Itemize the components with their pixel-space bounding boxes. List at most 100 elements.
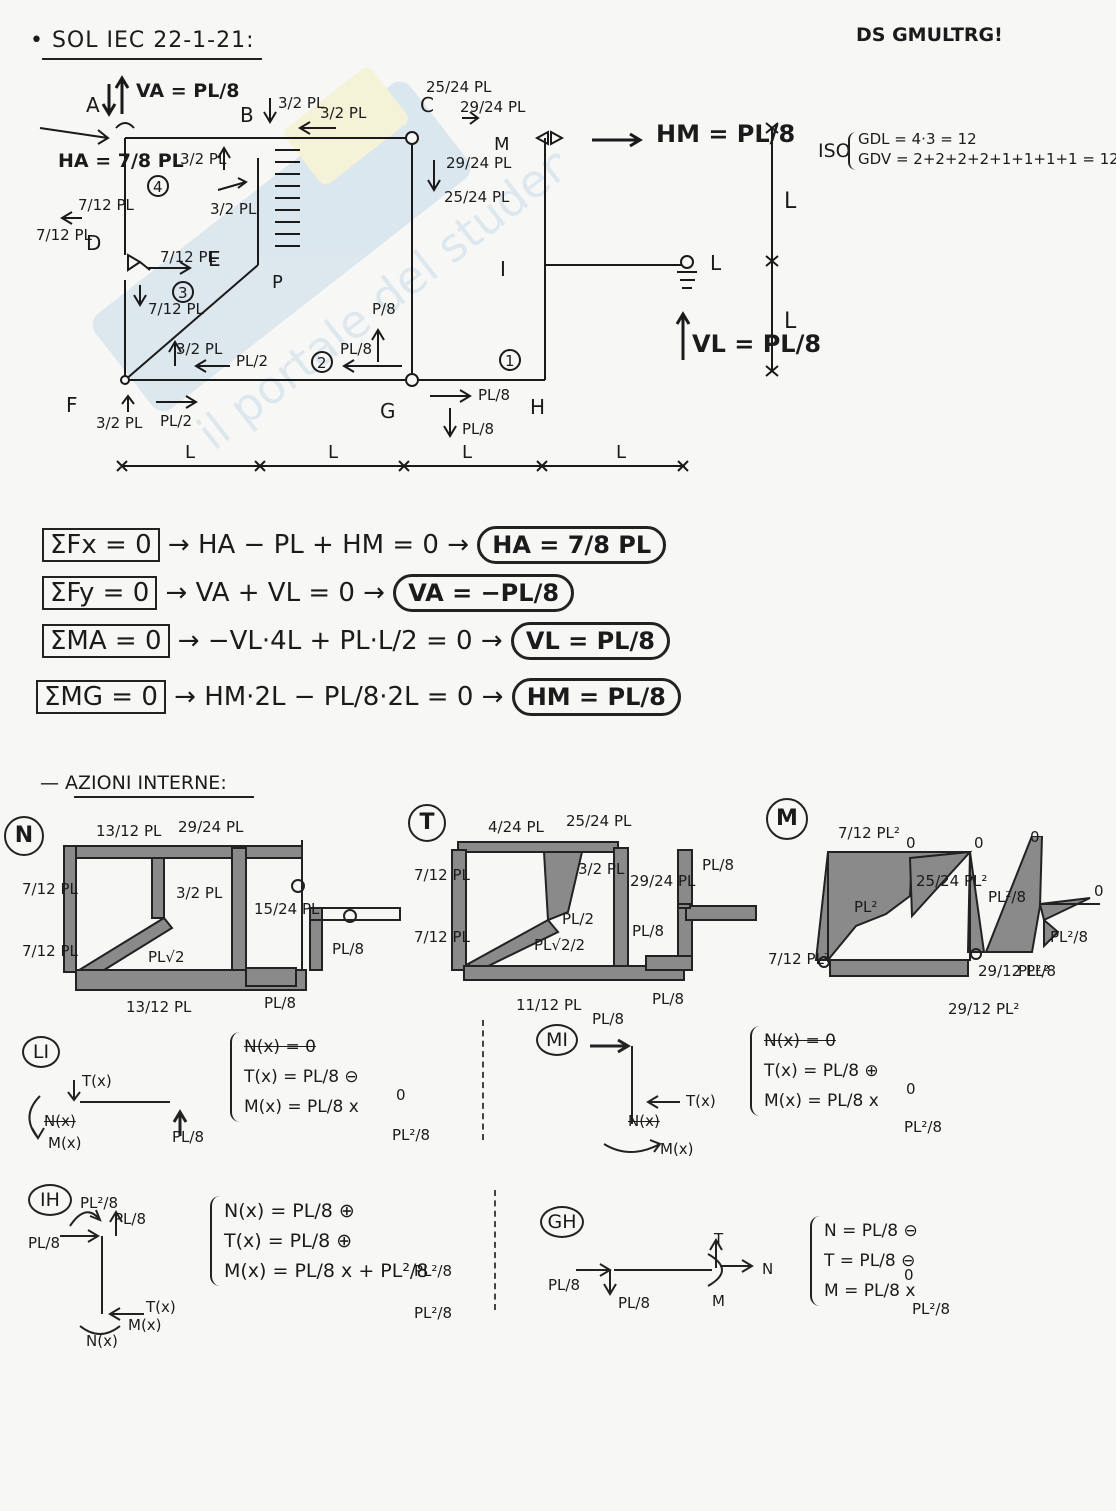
dof-gdl: GDL = 4·3 = 12: [858, 130, 977, 148]
MI-M-start: 0: [906, 1080, 916, 1098]
node-E: E: [208, 247, 221, 271]
M-val-6: 25/24 PL²: [916, 872, 988, 890]
node-C: C: [420, 93, 434, 117]
equation-expr: → VA + VL = 0 →: [165, 578, 385, 608]
node-P: P: [272, 272, 283, 293]
node-A: A: [86, 93, 100, 117]
diagram-M: [814, 836, 1100, 977]
force-C-top: 25/24 PL: [426, 78, 492, 96]
force-C-right: 29/24 PL: [460, 98, 526, 116]
equation-row-1: ΣFx = 0 → HA − PL + HM = 0 → HA = 7/8 PL: [42, 526, 667, 564]
LI-N: N(x) = 0: [244, 1037, 316, 1057]
diagram-T: [451, 841, 757, 981]
M-val-1: 7/12 PL²: [838, 824, 900, 842]
dof-label: ISO: [818, 140, 851, 162]
diagram-N: [63, 840, 401, 991]
equation-result: HM = PL/8: [511, 678, 681, 716]
force-E-right: 7/12 PL: [160, 248, 216, 266]
equation-expr: → −VL·4L + PL·L/2 = 0 →: [177, 626, 503, 656]
segment-IH-label: IH: [40, 1189, 60, 1211]
node-M: M: [494, 134, 510, 155]
LI-load: PL/8: [172, 1128, 204, 1146]
force-D-left: 7/12 PL: [36, 226, 92, 244]
LI-free-T: T(x): [82, 1072, 112, 1090]
GH-load-2: PL/8: [618, 1294, 650, 1312]
force-E-down: 7/12 PL: [148, 300, 204, 318]
LI-M-end: PL²/8: [392, 1126, 431, 1144]
LI-M-start: 0: [396, 1086, 406, 1104]
M-val-9: 7/12 PL²: [768, 950, 830, 968]
node-F: F: [66, 393, 78, 417]
equation-expr: → HM·2L − PL/8·2L = 0 →: [174, 682, 504, 712]
M-val-4: 0: [1030, 828, 1040, 846]
GH-load-1: PL/8: [548, 1276, 580, 1294]
equation-result: VL = PL/8: [510, 622, 670, 660]
segment-LI-badge: LI: [22, 1036, 60, 1068]
T-val-9: PL√2/2: [534, 936, 586, 954]
diagram-T-badge: T: [408, 804, 446, 842]
title-underline: [42, 58, 262, 60]
dim-6: L: [784, 309, 797, 334]
T-val-8: 7/12 PL: [414, 928, 470, 946]
IH-T: T(x) = PL/8 ⊕: [224, 1230, 353, 1252]
node-H: H: [530, 395, 545, 419]
equation-lhs: ΣMA = 0: [42, 624, 170, 658]
diagram-M-label: M: [776, 806, 798, 831]
MI-free-N: N(x): [628, 1112, 660, 1130]
dof-gdv: GDV = 2+2+2+2+1+1+1+1 = 12: [858, 150, 1116, 168]
force-inner-up: 3/2 PL: [180, 150, 227, 168]
GH-free-M: M: [712, 1292, 725, 1310]
T-val-1: 4/24 PL: [488, 818, 544, 836]
force-p8a: P/8: [372, 300, 396, 318]
MI-system: N(x) = 0 T(x) = PL/8 ⊕ M(x) = PL/8 x: [750, 1026, 879, 1116]
equation-result: VA = −PL/8: [393, 574, 575, 612]
MI-free-M: M(x): [660, 1140, 694, 1158]
GH-M-end: PL²/8: [912, 1300, 951, 1318]
LI-free-N: N(x): [44, 1112, 76, 1130]
T-val-5: 29/24 PL: [630, 872, 696, 890]
diagram-N-badge: N: [4, 816, 44, 856]
GH-system: N = PL/8 ⊖ T = PL/8 ⊖ M = PL/8 x: [810, 1216, 918, 1306]
divider-2: [494, 1190, 496, 1310]
force-bottom-mid: PL/2: [236, 352, 268, 370]
node-G: G: [380, 399, 396, 423]
M-val-2: 0: [906, 834, 916, 852]
force-inner-32: 3/2 PL: [210, 200, 257, 218]
equation-row-3: ΣMA = 0 → −VL·4L + PL·L/2 = 0 → VL = PL/…: [42, 622, 670, 660]
body-2: 2: [317, 354, 327, 372]
force-F-right: PL/2: [160, 412, 192, 430]
M-val-3: 0: [974, 834, 984, 852]
IH-load-1: PL²/8: [80, 1194, 119, 1212]
force-VL: VL = PL/8: [692, 330, 822, 358]
IH-system: N(x) = PL/8 ⊕ T(x) = PL/8 ⊕ M(x) = PL/8 …: [210, 1196, 428, 1286]
GH-T: T = PL/8 ⊖: [824, 1251, 916, 1271]
force-C-in-left: 29/24 PL: [446, 154, 512, 172]
GH-M: M = PL/8 x: [824, 1281, 916, 1301]
equation-row-2: ΣFy = 0 → VA + VL = 0 → VA = −PL/8: [42, 574, 575, 612]
N-val-8: 13/12 PL: [126, 998, 192, 1016]
dim-4: L: [616, 442, 626, 463]
MI-T: T(x) = PL/8 ⊕: [764, 1061, 879, 1081]
M-val-5: PL²: [854, 898, 878, 916]
dof-brace: [848, 132, 858, 170]
IH-load-2: PL/8: [114, 1210, 146, 1228]
T-val-6: PL/8: [702, 856, 734, 874]
equation-lhs: ΣFy = 0: [42, 576, 158, 610]
body-4: 4: [153, 178, 163, 196]
IH-M-end: PL²/8: [414, 1304, 453, 1322]
force-B-down: 3/2 PL: [278, 94, 325, 112]
N-val-6: 7/12 PL: [22, 942, 78, 960]
LI-T: T(x) = PL/8 ⊖: [244, 1067, 359, 1087]
M-val-8: 0: [1094, 882, 1104, 900]
MI-M-end: PL²/8: [904, 1118, 943, 1136]
force-VA: VA = PL/8: [136, 80, 240, 102]
MI-N: N(x) = 0: [764, 1031, 836, 1051]
IH-free-T: T(x): [146, 1298, 176, 1316]
LI-M: M(x) = PL/8 x: [244, 1097, 359, 1117]
force-p8b: PL/8: [340, 340, 372, 358]
dim-1: L: [185, 442, 195, 463]
body-1: 1: [505, 352, 515, 370]
force-G-right: PL/8: [478, 386, 510, 404]
segment-GH-label: GH: [547, 1211, 577, 1233]
IH-N: N(x) = PL/8 ⊕: [224, 1200, 355, 1222]
